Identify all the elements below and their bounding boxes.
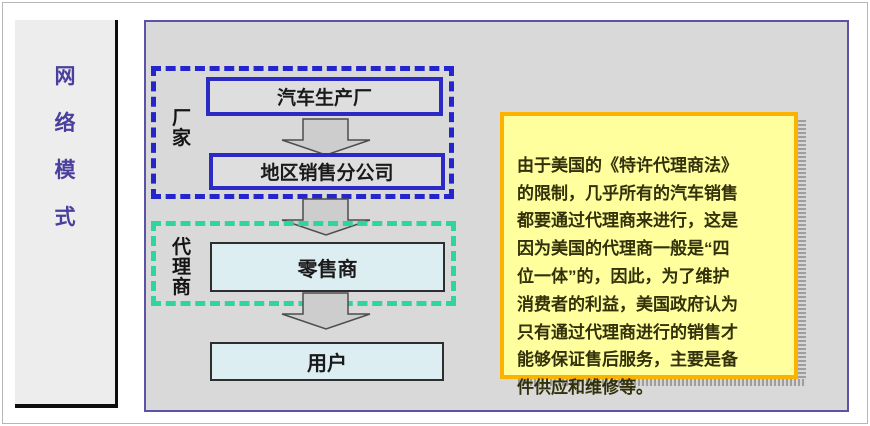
manufacturer-label-char: 厂 [172,108,192,129]
regional-branch-node-label: 地区销售分公司 [260,163,394,184]
note-shadow-right [798,120,806,385]
note-box: 由于美国的《特许代理商法》 的限制，几乎所有的汽车销售 都要通过代理商来进行，这… [500,112,798,397]
page-title-char: 式 [54,206,76,229]
note-shadow-bottom [518,379,806,386]
retailer-node-label: 零售商 [297,258,358,281]
page-title-char: 络 [54,112,76,135]
dealer-label-char: 代 [172,237,192,258]
note-text: 由于美国的《特许代理商法》 的限制，几乎所有的汽车销售 都要通过代理商来进行，这… [517,155,738,398]
factory-node-label: 汽车生产厂 [276,88,372,109]
regional-branch-node: 地区销售分公司 [209,153,445,190]
factory-node: 汽车生产厂 [206,77,443,116]
flow-down-arrow-icon [281,198,371,236]
retailer-node: 零售商 [210,242,445,292]
vertical-page-title: 网 络 模 式 [15,20,115,231]
dealer-group-label: 代 理 商 [172,238,191,298]
diagram-area: 厂 家 汽车生产厂 地区销售分公司 代 理 商 零售商 用户 [144,20,849,412]
manufacturer-group-box [151,66,454,199]
user-node: 用户 [210,342,444,381]
dealer-label-char: 商 [172,277,192,298]
page-title-char: 模 [54,159,76,182]
page-title-char: 网 [54,65,76,88]
manufacturer-group-label: 厂 家 [172,109,191,149]
manufacturer-label-char: 家 [172,128,192,149]
dealer-label-char: 理 [172,257,192,278]
flow-down-arrow-icon [281,292,371,330]
flow-down-arrow-icon [281,118,371,156]
sidebar-panel: 网 络 模 式 [15,20,118,408]
user-node-label: 用户 [307,353,347,375]
